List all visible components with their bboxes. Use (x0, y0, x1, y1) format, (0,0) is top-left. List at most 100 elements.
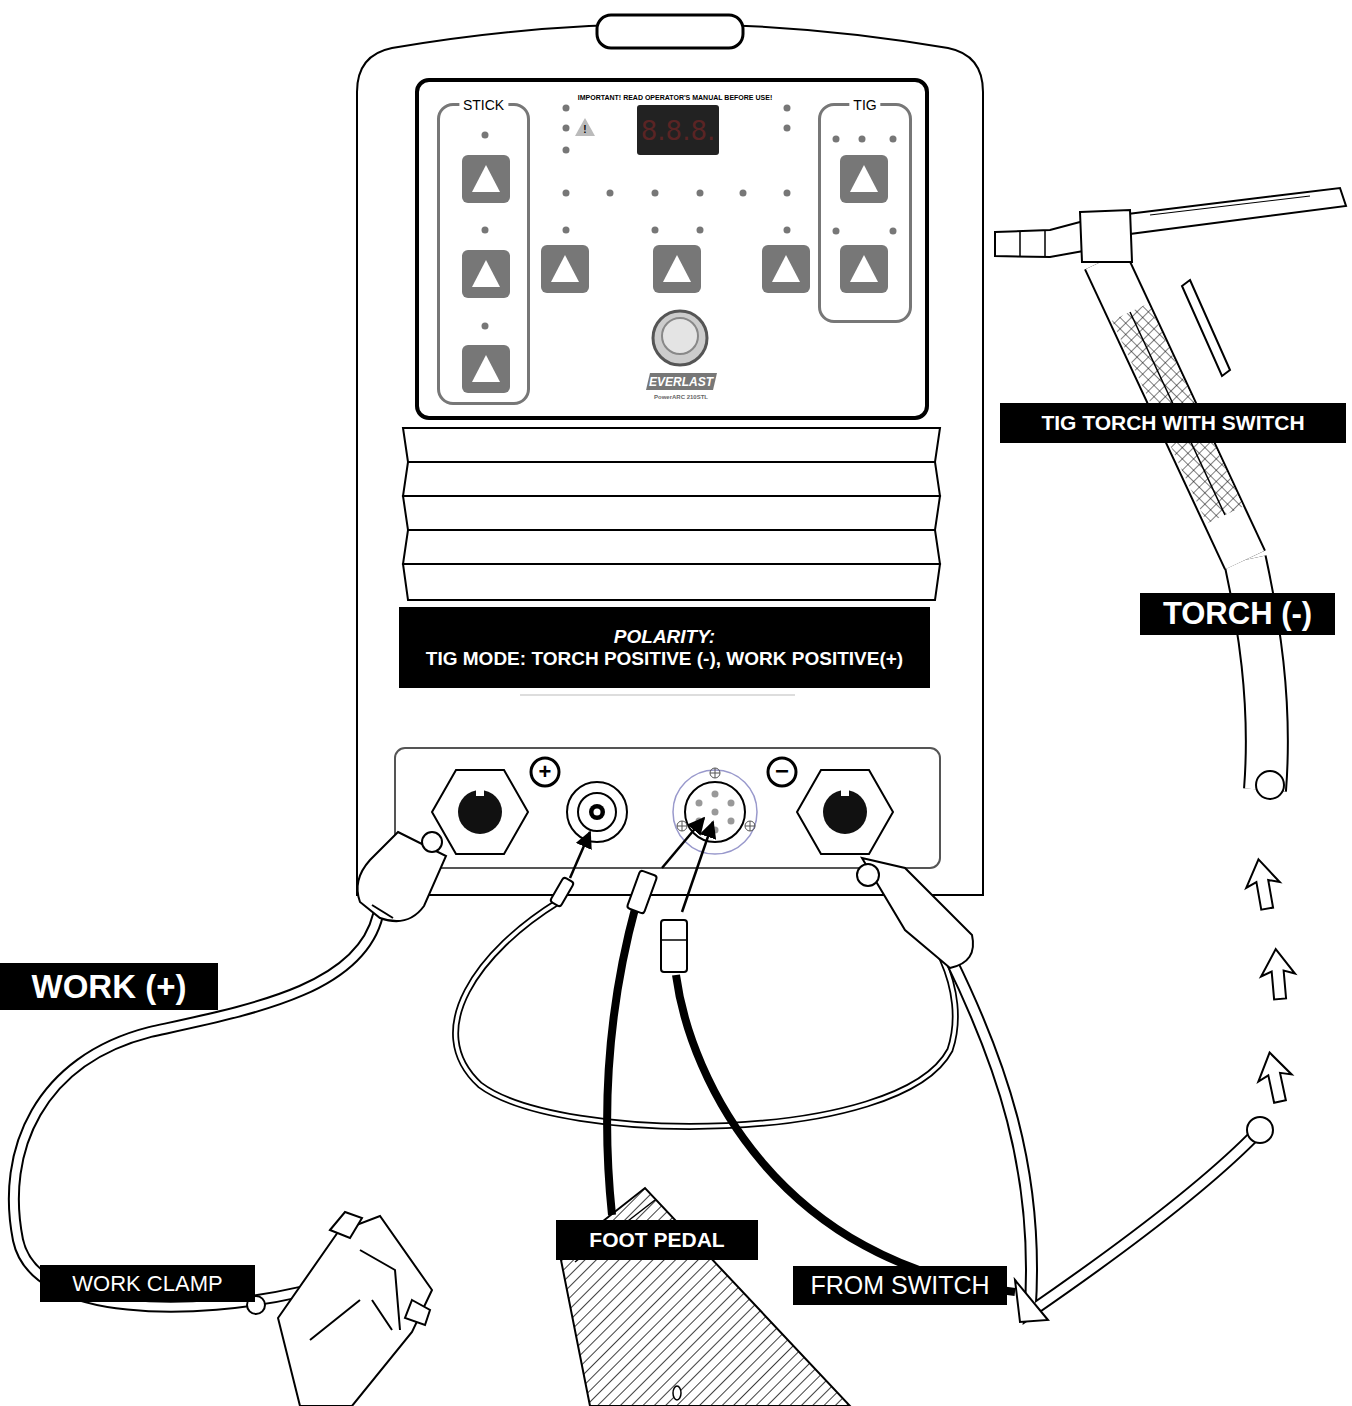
label-text: TIG MODE: TORCH POSITIVE (-), WORK POSIT… (426, 648, 903, 670)
work-plug (422, 832, 442, 852)
control-panel (482, 227, 489, 234)
work-clamp (278, 1216, 432, 1406)
warning-symbol: ! (583, 125, 586, 135)
panel-button (653, 245, 701, 293)
label-text: TIG TORCH WITH SWITCH (1041, 411, 1304, 435)
vent-slats (403, 428, 940, 600)
terminal-panel (476, 788, 484, 796)
control-panel (833, 228, 840, 235)
callout-label: FOOT PEDAL (556, 1220, 758, 1260)
terminal-panel (841, 788, 849, 796)
control-panel (784, 190, 791, 197)
callout-label: FROM SWITCH (793, 1266, 1007, 1305)
control-panel (740, 190, 747, 197)
panel-button (462, 250, 510, 298)
work-clamp (247, 1212, 432, 1406)
polarity-note: POLARITY:TIG MODE: TORCH POSITIVE (-), W… (399, 607, 930, 688)
direction-arrows (1242, 856, 1297, 1105)
tig-torch (995, 188, 1346, 799)
terminal-panel (712, 827, 719, 834)
control-panel (662, 318, 698, 354)
tig-torch (1150, 196, 1310, 215)
work-clamp (330, 1212, 362, 1238)
tig-torch (995, 188, 1346, 257)
control-panel (890, 228, 897, 235)
panel-button (472, 260, 500, 287)
terminal-panel (677, 821, 687, 831)
control-panel (563, 147, 570, 154)
terminal-panel (589, 804, 605, 820)
tig-torch (1020, 230, 1045, 257)
terminal-panel (677, 821, 687, 831)
panel-button (472, 355, 500, 382)
control-panel (784, 125, 791, 132)
mode-group: TIG (818, 103, 912, 323)
control-leads (682, 822, 713, 912)
group-heading: TIG (849, 96, 880, 114)
panel-button (462, 155, 510, 203)
terminal-panel (728, 818, 735, 825)
work-plug (372, 905, 393, 918)
panel-button (850, 255, 878, 282)
direction-arrows (1253, 1049, 1297, 1105)
control-panel (575, 118, 595, 136)
terminal-panel (696, 791, 735, 834)
label-text: FROM SWITCH (810, 1271, 989, 1300)
polarity-symbol: − (775, 759, 789, 783)
panel-button (850, 165, 878, 192)
gas-hose (550, 877, 574, 907)
terminal-panel (531, 758, 559, 786)
vent-slats (403, 530, 940, 564)
brand-logo: EVERLAST (649, 376, 713, 388)
callout-label: WORK CLAMP (40, 1265, 255, 1302)
control-leads (627, 870, 658, 914)
panel-button (541, 245, 589, 293)
panel-button (541, 245, 589, 293)
terminal-panel (712, 791, 719, 798)
control-panel (637, 105, 719, 155)
terminal-panel (710, 768, 720, 778)
label-text: POLARITY: (614, 626, 715, 648)
control-panel (417, 80, 927, 418)
label-text: TORCH (-) (1163, 596, 1312, 632)
warning-note: IMPORTANT! READ OPERATOR'S MANUAL BEFORE… (578, 94, 772, 101)
control-panel (417, 80, 927, 418)
panel-button (772, 255, 800, 282)
work-clamp (405, 1300, 430, 1325)
torch-cable (950, 958, 1252, 1312)
gas-hose (550, 877, 574, 907)
panel-button (653, 245, 701, 293)
tig-torch (1256, 771, 1284, 799)
label-text: FOOT PEDAL (589, 1228, 724, 1252)
terminal-panel (677, 768, 755, 831)
control-panel (652, 227, 659, 234)
control-panel (563, 105, 570, 112)
control-panel (563, 190, 570, 197)
control-panel (784, 105, 791, 112)
control-leads (662, 818, 704, 868)
callout-label: TIG TORCH WITH SWITCH (1000, 403, 1346, 443)
terminal-panel (768, 758, 796, 786)
terminal-panel (745, 821, 755, 831)
tig-torch (1182, 280, 1230, 376)
terminal-panel (395, 748, 940, 868)
control-panel (653, 311, 707, 365)
panel-button (462, 345, 510, 393)
control-leads (627, 870, 658, 914)
control-leads (607, 905, 636, 1215)
welder-housing (597, 15, 743, 48)
terminal-panel (710, 768, 720, 778)
work-plug (358, 832, 446, 921)
direction-arrows (1259, 948, 1297, 1001)
control-panel (646, 373, 717, 390)
vent-slats (403, 496, 940, 530)
vent-slats (403, 564, 940, 600)
vent-slats (403, 428, 940, 462)
polarity-symbol: + (539, 761, 552, 783)
control-panel (859, 136, 866, 143)
terminal-panel (797, 770, 893, 854)
welder-housing (357, 24, 983, 895)
welder-housing (357, 15, 983, 895)
torch-plug (857, 864, 879, 886)
